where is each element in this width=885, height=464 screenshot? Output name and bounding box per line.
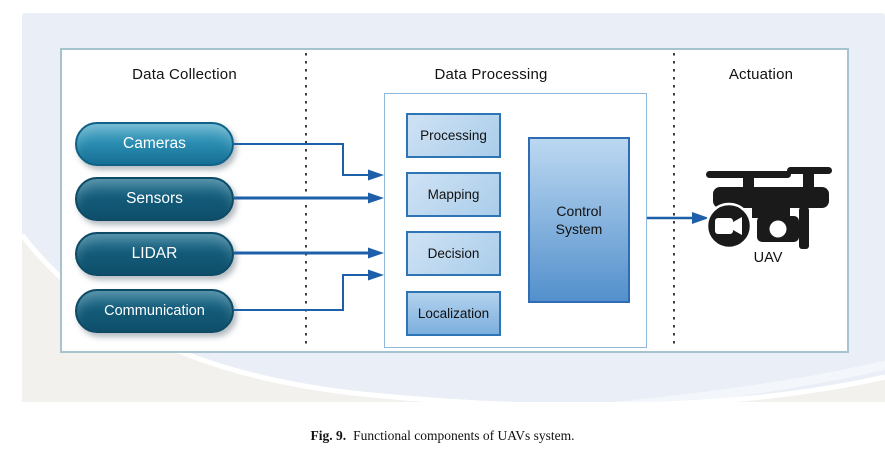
pill-cameras: Cameras [75, 122, 234, 166]
module-processing: Processing [406, 113, 501, 158]
connector-cameras [234, 143, 369, 176]
connector-communication [234, 274, 369, 311]
module-mapping-label: Mapping [427, 187, 480, 202]
section-title-data-processing: Data Processing [434, 66, 548, 83]
pill-cameras-label: Cameras [123, 135, 186, 152]
module-decision: Decision [406, 231, 501, 276]
control-system-box: Control System [528, 137, 630, 303]
module-mapping: Mapping [406, 172, 501, 217]
drone-leg [799, 207, 809, 249]
pill-sensors: Sensors [75, 177, 234, 221]
uav-drone-icon [705, 167, 832, 250]
propeller-left-stem [743, 176, 754, 190]
propeller-left [706, 171, 791, 178]
pill-lidar: LIDAR [75, 232, 234, 276]
arrowhead-cameras [368, 169, 384, 181]
section-title-actuation: Actuation [728, 66, 794, 83]
pill-lidar-label: LIDAR [131, 245, 178, 262]
uav-label: UAV [753, 250, 783, 266]
pill-communication-label: Communication [104, 303, 205, 319]
control-system-label: Control System [555, 202, 603, 237]
pill-sensors-label: Sensors [126, 190, 183, 207]
module-processing-label: Processing [420, 128, 487, 143]
diagram-canvas: Data Collection Data Processing Actuatio… [60, 48, 849, 353]
module-localization-label: Localization [417, 306, 490, 321]
propeller-right-stem [803, 172, 814, 190]
section-divider-left [305, 53, 307, 348]
drone-body [713, 187, 829, 208]
drone-gimbal [752, 207, 790, 218]
arrowhead-communication [368, 269, 384, 281]
section-title-data-collection: Data Collection [132, 66, 237, 83]
figure-caption: Fig. 9. Functional components of UAVs sys… [0, 428, 885, 444]
module-decision-label: Decision [427, 246, 480, 261]
propeller-right [787, 167, 832, 174]
arrowhead-lidar [368, 247, 384, 259]
arrowhead-sensors [368, 192, 384, 204]
data-processing-box: Processing Mapping Decision Localization… [384, 93, 647, 348]
pill-communication: Communication [75, 289, 234, 333]
drone-camera-lens [769, 220, 787, 238]
module-localization: Localization [406, 291, 501, 336]
uav-icon-wrap [702, 162, 834, 254]
video-camera-icon [705, 202, 753, 250]
section-divider-right [673, 53, 675, 348]
caption-text: Functional components of UAVs system. [353, 428, 575, 443]
caption-label: Fig. 9. [310, 428, 347, 443]
